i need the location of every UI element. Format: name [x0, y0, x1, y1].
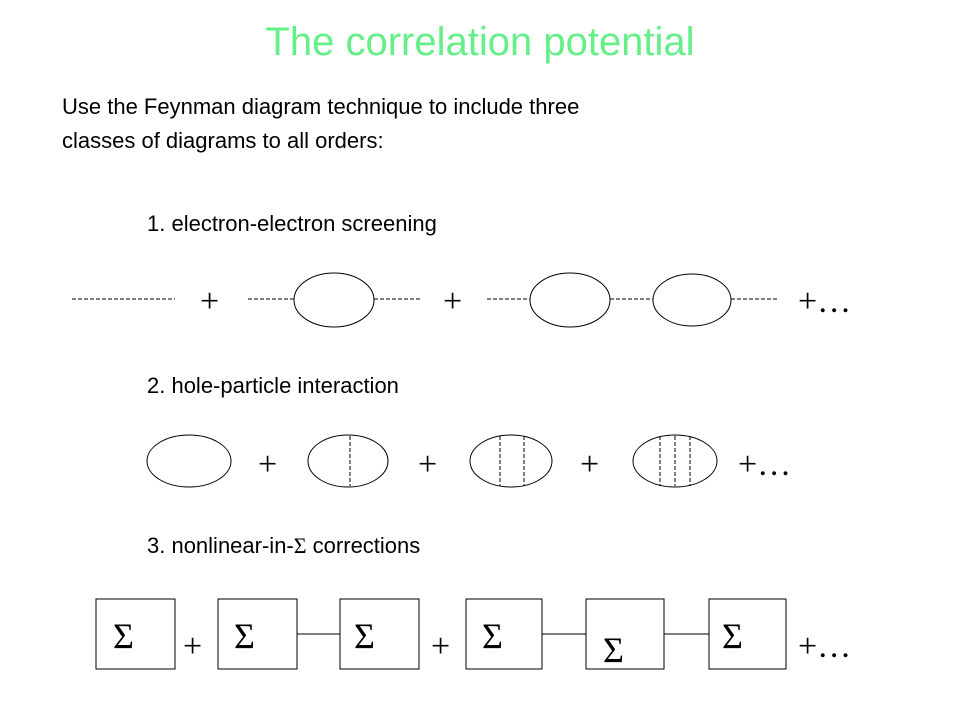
sigma-label-5: Σ [603, 630, 624, 670]
item-3-label: 3. nonlinear-in-Σ corrections [147, 533, 420, 559]
screening-plus-dots: +… [798, 283, 851, 320]
intro-line-2: classes of diagrams to all orders: [62, 128, 384, 153]
screening-term-3-loop-2 [652, 273, 732, 327]
item-3-label-sigma: Σ [293, 533, 307, 558]
sigma-box-4 [465, 598, 543, 670]
hp-term-4-loop [632, 434, 718, 488]
screening-plus-2: + [443, 283, 462, 320]
item-3-label-suffix: corrections [306, 533, 421, 558]
item-1-label: 1. electron-electron screening [147, 211, 437, 236]
sigma-box-3 [339, 598, 420, 670]
hp-plus-dots: +… [738, 446, 791, 483]
item-2-label: 2. hole-particle interaction [147, 373, 399, 398]
sigma-label-1: Σ [113, 616, 134, 656]
intro-line-1: Use the Feynman diagram technique to inc… [62, 94, 580, 119]
screening-term-2-loop [293, 272, 375, 328]
sigma-box-1 [95, 598, 176, 670]
sigma-plus-2: + [431, 628, 450, 665]
sigma-series [95, 598, 787, 670]
sigma-plus-1: + [183, 628, 202, 665]
hp-plus-1: + [258, 446, 277, 483]
sigma-box-5 [585, 598, 665, 670]
sigma-label-2: Σ [234, 616, 255, 656]
sigma-label-4: Σ [482, 616, 503, 656]
sigma-label-3: Σ [354, 616, 375, 656]
hp-term-2-loop [307, 434, 389, 488]
screening-series [72, 272, 778, 328]
hp-plus-2: + [418, 446, 437, 483]
intro-text: Use the Feynman diagram technique to inc… [62, 90, 842, 158]
screening-term-3-loop-1 [529, 272, 611, 328]
screening-plus-1: + [200, 283, 219, 320]
sigma-label-6: Σ [722, 616, 743, 656]
page-title: The correlation potential [265, 20, 695, 64]
hp-plus-3: + [580, 446, 599, 483]
hole-particle-series [146, 434, 718, 488]
hp-term-1-loop [146, 434, 232, 488]
item-3-label-prefix: 3. nonlinear-in- [147, 533, 294, 558]
hp-term-3-loop [469, 434, 553, 488]
sigma-box-2 [217, 598, 298, 670]
sigma-plus-dots: +… [798, 628, 851, 665]
sigma-box-6 [708, 598, 787, 670]
